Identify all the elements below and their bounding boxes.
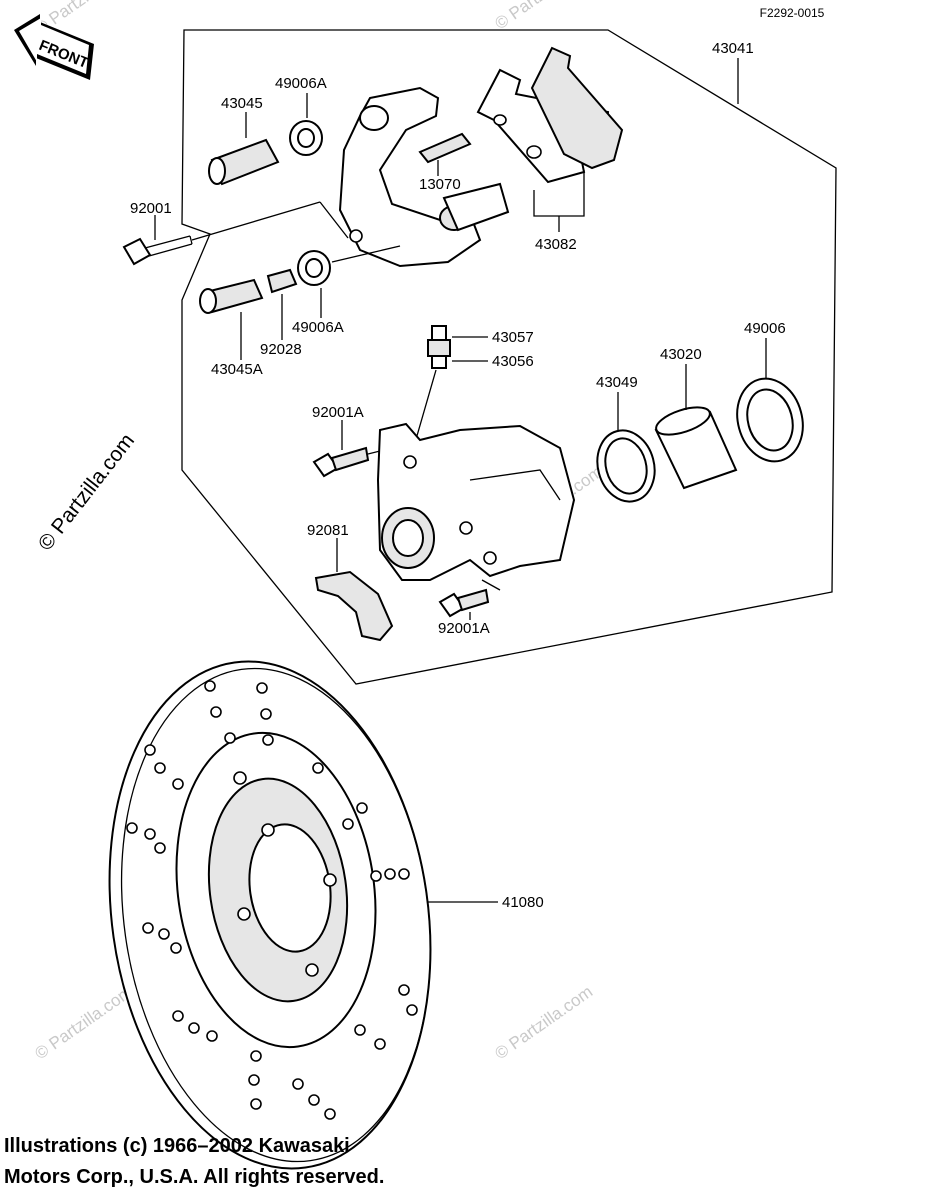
seal-49006 bbox=[736, 377, 804, 463]
bolt-92001a-top bbox=[312, 446, 385, 478]
shim-13070 bbox=[418, 132, 472, 164]
caliper-body bbox=[376, 422, 576, 581]
bushing-92028 bbox=[266, 268, 298, 294]
sleeve-43045a bbox=[199, 278, 264, 314]
front-arrow-icon: FRONT bbox=[14, 14, 94, 80]
watermark-faint: © Partzilla.com bbox=[31, 982, 136, 1063]
bolt-92001a-bot bbox=[438, 588, 490, 618]
copyright-line: Illustrations (c) 1966–2002 Kawasaki bbox=[4, 1135, 350, 1157]
part-number-92081: 92081 bbox=[307, 522, 349, 539]
figure-code: F2292-0015 bbox=[760, 6, 825, 20]
brake-pads bbox=[476, 46, 624, 184]
part-number-49006a: 49006A bbox=[275, 75, 327, 92]
clip-92081 bbox=[314, 570, 394, 642]
part-number-43057: 43057 bbox=[492, 329, 534, 346]
part-number-43041: 43041 bbox=[712, 40, 754, 57]
part-number-92028: 92028 bbox=[260, 341, 302, 358]
watermark-partzilla: © Partzilla.com bbox=[34, 429, 139, 555]
boot-49006a-bot bbox=[297, 250, 331, 286]
part-number-41080: 41080 bbox=[502, 894, 544, 911]
part-number-49006: 49006 bbox=[744, 320, 786, 337]
caliper-bolt bbox=[122, 201, 349, 266]
watermark-faint: © Partzilla.com bbox=[491, 982, 596, 1063]
brake-disc bbox=[108, 660, 432, 1170]
part-number-43082: 43082 bbox=[535, 236, 577, 253]
part-number-43049: 43049 bbox=[596, 374, 638, 391]
seal-43049 bbox=[596, 429, 656, 503]
piston-43020 bbox=[654, 406, 738, 490]
part-number-92001: 92001 bbox=[130, 200, 172, 217]
part-number-43045: 43045 bbox=[221, 95, 263, 112]
part-number-43045a: 43045A bbox=[211, 361, 263, 378]
copyright-notice: Illustrations (c) 1966–2002 Kawasaki Mot… bbox=[4, 1131, 564, 1193]
caliper-bracket bbox=[338, 86, 510, 268]
assembly-outline bbox=[181, 29, 837, 685]
part-number-43056: 43056 bbox=[492, 353, 534, 370]
part-number-13070: 13070 bbox=[419, 176, 461, 193]
copyright-line: Motors Corp., U.S.A. All rights reserved… bbox=[4, 1166, 385, 1188]
part-number-43020: 43020 bbox=[660, 346, 702, 363]
watermark-faint: © Partzilla.com bbox=[491, 0, 596, 33]
boot-49006a-top bbox=[289, 120, 323, 156]
part-number-49006a: 49006A bbox=[292, 319, 344, 336]
part-number-92001a: 92001A bbox=[312, 404, 364, 421]
sleeve-43045 bbox=[208, 138, 280, 186]
part-number-92001a: 92001A bbox=[438, 620, 490, 637]
